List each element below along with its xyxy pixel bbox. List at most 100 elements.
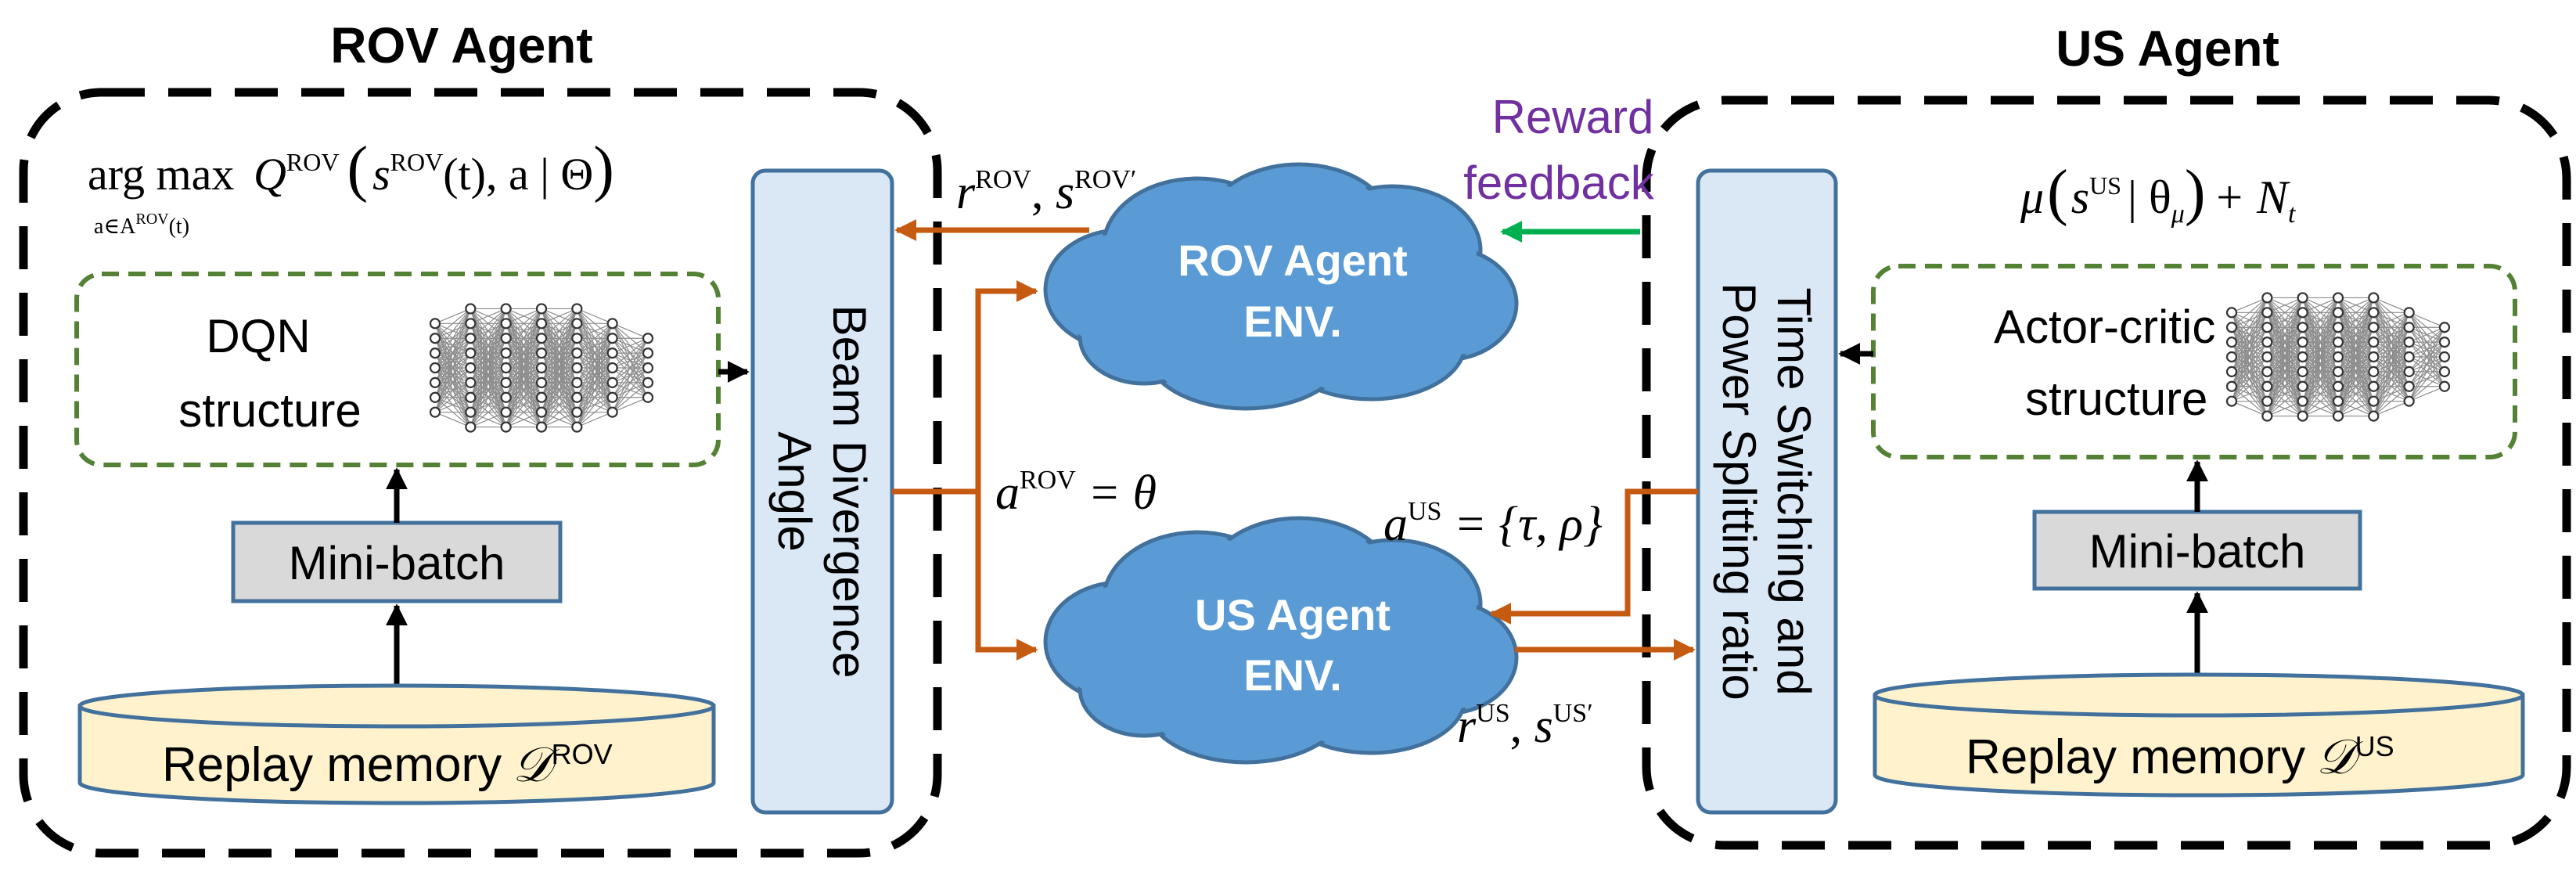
us-network-label-1: Actor-critic <box>1994 301 2215 353</box>
nn-node <box>500 421 512 433</box>
nn-edge <box>2337 371 2374 416</box>
nn-edge <box>541 352 577 427</box>
nn-node <box>2297 395 2308 407</box>
nn-edge <box>505 323 542 427</box>
nn-edge <box>470 308 507 398</box>
nn-node <box>571 348 583 359</box>
nn-node <box>2403 351 2415 363</box>
nn-edge <box>2373 312 2410 373</box>
nn-edge <box>2267 401 2303 417</box>
nn-edge <box>612 337 649 412</box>
nn-edge <box>2373 312 2410 343</box>
nn-node <box>2332 322 2344 333</box>
nn-edge <box>2302 312 2339 416</box>
nn-edge <box>2409 312 2445 328</box>
nn-edge <box>2302 371 2339 416</box>
nn-edge <box>2231 401 2268 417</box>
nn-edge <box>505 308 542 324</box>
nn-edge <box>434 412 471 428</box>
nn-edge <box>2231 297 2268 373</box>
nn-node <box>2261 395 2273 407</box>
nn-edge <box>470 308 507 412</box>
nn-node <box>2403 366 2415 377</box>
nn-edge <box>2266 297 2304 416</box>
nn-edge <box>541 308 577 339</box>
nn-node <box>2332 307 2344 319</box>
nn-edge <box>434 352 471 412</box>
us-network-box <box>1871 264 2517 459</box>
nn-node <box>2261 292 2273 304</box>
us-action-to-us-env-arrow <box>1489 488 1698 625</box>
nn-node <box>2261 366 2273 377</box>
rov-action-to-us-env-arrow <box>975 492 1038 661</box>
nn-node <box>535 303 548 315</box>
nn-edge <box>2337 326 2374 416</box>
nn-node <box>429 333 441 344</box>
nn-node <box>2332 395 2344 407</box>
nn-edge <box>2337 401 2374 417</box>
nn-edge <box>2337 297 2374 343</box>
nn-edge <box>2231 371 2268 402</box>
nn-edge <box>541 308 577 427</box>
nn-edge <box>2302 297 2339 402</box>
nn-node <box>429 318 441 330</box>
nn-edge <box>434 367 471 413</box>
nn-node <box>535 333 548 344</box>
rov-action-label: Beam Divergence Angle <box>768 305 876 679</box>
nn-edge <box>2409 356 2445 402</box>
nn-edge <box>2337 297 2374 373</box>
nn-edge <box>505 308 542 427</box>
nn-node <box>2368 307 2380 319</box>
nn-node <box>2332 351 2344 363</box>
nn-edge <box>505 352 542 427</box>
rov-network-box <box>74 272 721 467</box>
nn-node <box>2297 337 2308 348</box>
nn-edge <box>2302 297 2339 343</box>
nn-edge <box>434 308 471 398</box>
nn-edge <box>2409 341 2445 402</box>
svg-text:ROV Agent: ROV Agent <box>1178 236 1407 285</box>
nn-node <box>2403 337 2415 348</box>
nn-edge <box>470 308 507 354</box>
nn-node <box>2225 395 2238 407</box>
nn-node <box>535 421 548 433</box>
nn-node <box>606 362 618 374</box>
nn-node <box>2297 351 2308 363</box>
nn-edge <box>470 308 507 384</box>
nn-edge <box>2231 297 2268 343</box>
nn-edge <box>505 308 542 412</box>
nn-node <box>2225 366 2238 377</box>
nn-node <box>535 406 548 418</box>
nn-edge <box>470 323 507 427</box>
nn-edge <box>505 397 542 428</box>
nn-node <box>2261 307 2273 319</box>
nn-node <box>2261 380 2273 392</box>
svg-text:QROV(sROV(t), a | Θ): QROV(sROV(t), a | Θ) <box>254 135 614 203</box>
nn-node <box>535 376 548 388</box>
nn-edge <box>541 308 577 398</box>
svg-text:Angle: Angle <box>768 431 821 551</box>
nn-edge <box>434 308 471 339</box>
nn-node <box>429 348 441 359</box>
rov-env-cloud: ROV Agent ENV. <box>1043 162 1519 411</box>
nn-edge <box>2409 326 2445 402</box>
nn-edge <box>2373 312 2410 387</box>
nn-edge <box>470 337 507 427</box>
rov-action-to-rov-env-arrow <box>892 280 1038 495</box>
nn-edge <box>2302 297 2339 387</box>
nn-edge <box>434 382 471 413</box>
nn-edge <box>2231 297 2268 328</box>
nn-edge <box>2302 401 2339 417</box>
nn-edge <box>505 308 542 369</box>
nn-edge <box>576 352 613 427</box>
nn-edge <box>505 308 542 384</box>
nn-edge <box>612 382 649 413</box>
nn-edge <box>2373 312 2410 416</box>
nn-node <box>429 406 441 418</box>
us-agent-title: US Agent <box>2056 20 2279 77</box>
rov-network-label-2: structure <box>178 384 361 437</box>
nn-edge <box>2337 356 2374 416</box>
nn-edge <box>434 308 471 369</box>
